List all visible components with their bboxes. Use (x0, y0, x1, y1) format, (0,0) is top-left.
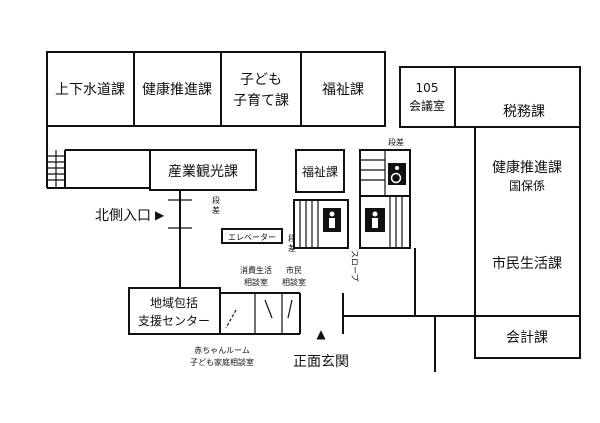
bottom-left-block: 地域包括 支援センター 消費生活 相談室 市民 相談室 赤ちゃんルーム 子ども家… (128, 265, 306, 367)
room-tourism-label: 産業観光課 (168, 163, 238, 180)
room-child-label-1: 子ども (240, 72, 282, 88)
accessible-restroom (359, 149, 411, 197)
room-tourism-outline (149, 149, 257, 191)
elevator-label: エレベーター (228, 233, 276, 242)
main-entrance[interactable]: ▲ 正面玄関 (293, 293, 415, 370)
room-civic-label-1: 市民 (286, 265, 302, 275)
room-water-outline (46, 51, 135, 127)
left-wall-stairs (46, 126, 150, 189)
stairs-accessible (360, 159, 385, 181)
restroom-block-right (359, 195, 411, 249)
meeting-room-label-1: 105 (416, 81, 439, 95)
stairs-left (47, 150, 65, 188)
elevator[interactable]: エレベーター (221, 228, 283, 244)
north-entrance[interactable]: 北側入口 ▶ (95, 190, 192, 288)
room-welfare-top-label: 福祉課 (322, 82, 364, 98)
room-civic-label-2: 相談室 (282, 277, 306, 287)
room-welfare-small-label: 福祉課 (302, 164, 338, 179)
step-label-3: 段差 (388, 137, 404, 147)
room-water-label: 上下水道課 (55, 82, 125, 98)
meeting-room-label-2: 会議室 (409, 98, 445, 113)
room-child-label-2: 子育て課 (233, 93, 289, 109)
room-health-left-label: 健康推進課 (142, 81, 212, 98)
room-regional-label-1: 地域包括 (150, 295, 198, 310)
main-entrance-arrow-icon: ▲ (316, 327, 326, 341)
room-consumer-label-2: 相談室 (244, 277, 268, 287)
room-accounting-outline (474, 315, 581, 359)
top-office-row: 上下水道課 健康推進課 子ども 子育て課 福祉課 (46, 51, 386, 127)
room-regional-label-2: 支援センター (138, 314, 210, 328)
step-label-2b: 差 (288, 243, 296, 253)
room-accounting-label: 会計課 (506, 330, 548, 346)
north-entrance-arrow-icon: ▶ (155, 208, 165, 222)
step-label-2a: 段 (288, 233, 296, 243)
restroom-block-left (293, 199, 349, 249)
room-baby-label-2: 子ども家庭相談室 (190, 357, 254, 367)
room-child-outline (220, 51, 302, 127)
room-welfare-small-outline (295, 149, 345, 193)
north-entrance-label: 北側入口 (95, 208, 151, 224)
main-entrance-label: 正面玄関 (293, 353, 349, 370)
stairs-center-left (299, 200, 319, 248)
slope-label: スロープ (350, 250, 359, 282)
room-health-left-outline (133, 51, 222, 127)
room-citizen-label: 市民生活課 (492, 255, 562, 272)
right-wing: 105 会議室 税務課 健康推進課 国保係 市民生活課 会計課 (399, 66, 581, 359)
room-tax-label: 税務課 (503, 104, 545, 120)
stairs-center-right (389, 196, 403, 248)
room-insurance-label: 国保係 (509, 179, 545, 193)
room-baby-label-1: 赤ちゃんルーム (194, 346, 250, 355)
step-label-1b: 差 (212, 205, 220, 215)
room-health-right-label: 健康推進課 (492, 159, 562, 176)
room-consumer-label-1: 消費生活 (240, 265, 272, 275)
room-regional-outline (128, 287, 221, 335)
step-label-1a: 段 (212, 195, 220, 205)
room-welfare-top-outline (300, 51, 386, 127)
right-wing-top-outline (399, 66, 581, 128)
elevator-outline (221, 228, 283, 244)
